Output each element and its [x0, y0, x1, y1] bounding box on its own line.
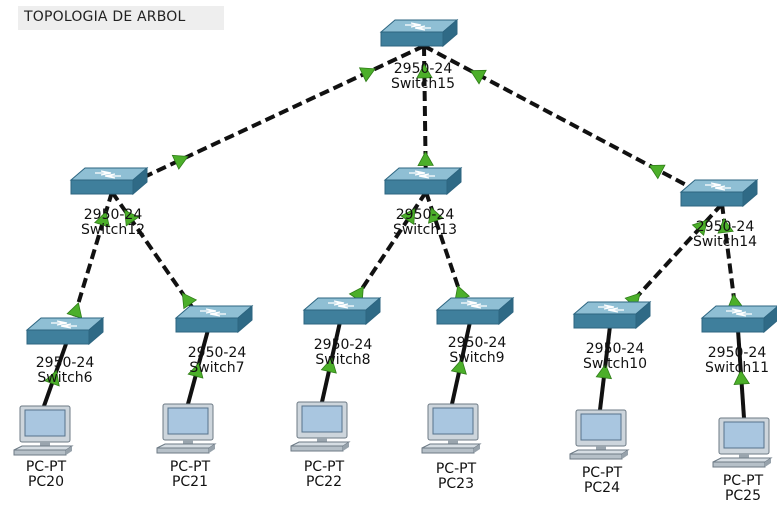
switch-name: Switch15	[390, 76, 456, 92]
link-light-icon	[416, 63, 433, 79]
switch15-label: 2950-24 Switch15	[378, 62, 468, 92]
link-light-icon	[171, 154, 189, 170]
pc-model: PC-PT	[25, 459, 67, 475]
link-light-icon	[320, 357, 337, 374]
switch-name: Switch13	[392, 222, 458, 238]
link-cable[interactable]	[64, 191, 114, 345]
link-light-icon	[648, 164, 666, 180]
pc-name: PC24	[583, 480, 621, 496]
link-light-icon	[400, 208, 416, 225]
link-light-icon	[417, 151, 434, 166]
switch14-label: 2950-24 Switch14	[680, 220, 770, 250]
switch-icon[interactable]	[303, 297, 381, 325]
pc23-label: PC-PT PC23	[416, 462, 496, 492]
pc-icon[interactable]	[421, 403, 481, 454]
switch-model: 2950-24	[393, 61, 453, 77]
switch-model: 2950-24	[187, 345, 247, 361]
link-light-icon	[124, 209, 140, 227]
pc22-label: PC-PT PC22	[284, 460, 364, 490]
link-light-icon	[358, 67, 376, 83]
switch-name: Switch6	[37, 370, 93, 386]
link-light-icon	[66, 302, 83, 319]
switch-model: 2950-24	[313, 337, 373, 353]
pc-name: PC20	[27, 474, 65, 490]
pc21-label: PC-PT PC21	[150, 460, 230, 490]
switch-icon[interactable]	[680, 179, 758, 207]
link-light-icon	[469, 69, 487, 85]
pc-model: PC-PT	[303, 459, 345, 475]
pc-name: PC22	[305, 474, 343, 490]
pc-model: PC-PT	[722, 473, 764, 489]
switch-icon[interactable]	[573, 301, 651, 329]
pc25-label: PC-PT PC25	[712, 474, 774, 504]
pc24-label: PC-PT PC24	[562, 466, 642, 496]
switch9-label: 2950-24 Switch9	[432, 336, 522, 366]
page-title: TOPOLOGIA DE ARBOL	[24, 9, 186, 25]
switch12-label: 2950-24 Switch12	[68, 208, 158, 238]
pc-icon[interactable]	[13, 405, 73, 456]
switch-model: 2950-24	[707, 345, 767, 361]
switch-name: Switch11	[704, 360, 770, 376]
switch-model: 2950-24	[83, 207, 143, 223]
link-light-icon	[94, 210, 110, 228]
switch-icon[interactable]	[380, 19, 458, 47]
switch-name: Switch7	[189, 360, 245, 376]
switch-icon[interactable]	[701, 305, 777, 333]
link-light-icon	[733, 369, 750, 385]
link-cable[interactable]	[423, 44, 723, 206]
switch10-label: 2950-24 Switch10	[570, 342, 660, 372]
pc-name: PC25	[724, 488, 762, 504]
switch-model: 2950-24	[395, 207, 455, 223]
pc-model: PC-PT	[435, 461, 477, 477]
switch-icon[interactable]	[384, 167, 462, 195]
link-light-icon	[595, 363, 613, 380]
switch-model: 2950-24	[695, 219, 755, 235]
switch-icon[interactable]	[70, 167, 148, 195]
switch-name: Switch10	[582, 356, 648, 372]
link-light-icon	[44, 369, 60, 387]
link-light-icon	[427, 207, 444, 224]
switch-name: Switch14	[692, 234, 758, 250]
pc20-label: PC-PT PC20	[6, 460, 86, 490]
link-light-icon	[187, 362, 204, 379]
switch11-label: 2950-24 Switch11	[698, 346, 776, 376]
switch-icon[interactable]	[26, 317, 104, 345]
switch-name: Switch8	[315, 352, 371, 368]
pc-icon[interactable]	[156, 403, 216, 454]
link-light-icon	[450, 358, 467, 375]
switch-name: Switch9	[449, 350, 505, 366]
pc-model: PC-PT	[169, 459, 211, 475]
switch-icon[interactable]	[175, 305, 253, 333]
pc-icon[interactable]	[712, 417, 772, 468]
switch8-label: 2950-24 Switch8	[298, 338, 388, 368]
switch7-label: 2950-24 Switch7	[172, 346, 262, 376]
pc-icon[interactable]	[290, 401, 350, 452]
pc-name: PC23	[437, 476, 475, 492]
link-cable[interactable]	[111, 44, 425, 194]
switch-icon[interactable]	[436, 297, 514, 325]
switch-model: 2950-24	[585, 341, 645, 357]
switch6-label: 2950-24 Switch6	[20, 356, 110, 386]
link-light-icon	[181, 292, 198, 310]
switch13-label: 2950-24 Switch13	[380, 208, 470, 238]
pc-icon[interactable]	[569, 409, 629, 460]
pc-name: PC21	[171, 474, 209, 490]
title-box	[18, 6, 224, 30]
switch-name: Switch12	[80, 222, 146, 238]
pc-model: PC-PT	[581, 465, 623, 481]
switch-model: 2950-24	[35, 355, 95, 371]
switch-model: 2950-24	[447, 335, 507, 351]
link-light-icon	[717, 217, 734, 234]
link-light-icon	[691, 219, 708, 236]
